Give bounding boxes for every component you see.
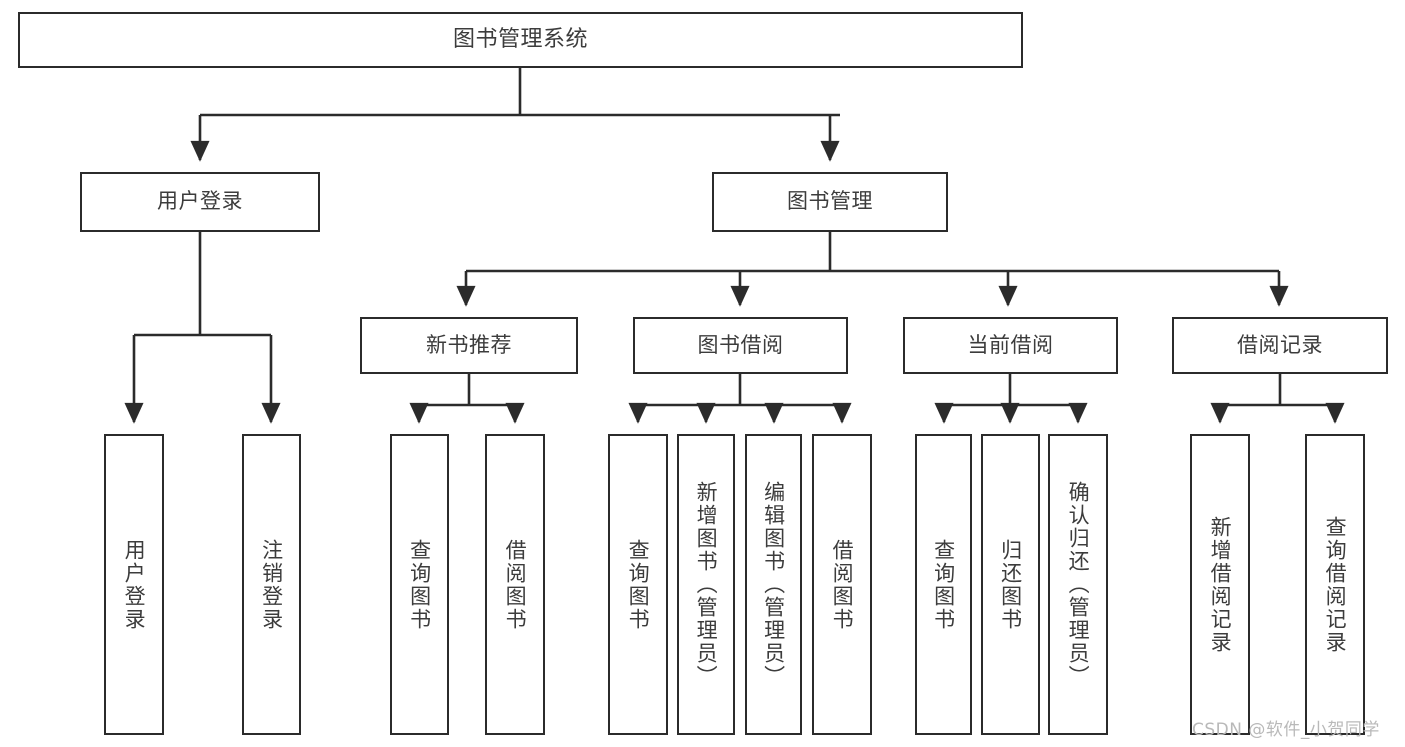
node-leaf-add-book-label: 新增图书（管理员） — [694, 481, 719, 688]
node-new-book-rec-label: 新书推荐 — [426, 332, 512, 357]
node-leaf-user-login[interactable]: 用户登录 — [104, 434, 164, 735]
node-leaf-edit-book[interactable]: 编辑图书（管理员） — [745, 434, 802, 735]
node-current-borrow-label: 当前借阅 — [967, 332, 1054, 357]
node-borrow-record[interactable]: 借阅记录 — [1172, 317, 1388, 374]
node-leaf-logout-label: 注销登录 — [259, 538, 284, 631]
node-leaf-edit-book-label: 编辑图书（管理员） — [761, 481, 786, 688]
node-leaf-query-book-borrow-label: 查询图书 — [626, 538, 651, 631]
node-leaf-add-record[interactable]: 新增借阅记录 — [1190, 434, 1250, 735]
node-leaf-return-book[interactable]: 归还图书 — [981, 434, 1040, 735]
node-user-login-label: 用户登录 — [157, 189, 243, 214]
node-leaf-return-book-label: 归还图书 — [998, 538, 1023, 631]
node-leaf-query-record[interactable]: 查询借阅记录 — [1305, 434, 1365, 735]
node-user-login[interactable]: 用户登录 — [80, 172, 320, 232]
node-leaf-query-book-cur[interactable]: 查询图书 — [915, 434, 972, 735]
node-root[interactable]: 图书管理系统 — [18, 12, 1023, 68]
node-book-manage[interactable]: 图书管理 — [712, 172, 948, 232]
node-leaf-logout[interactable]: 注销登录 — [242, 434, 301, 735]
node-leaf-query-book-borrow[interactable]: 查询图书 — [608, 434, 668, 735]
node-leaf-confirm-return[interactable]: 确认归还（管理员） — [1048, 434, 1108, 735]
node-book-manage-label: 图书管理 — [787, 189, 873, 214]
node-root-label: 图书管理系统 — [452, 26, 588, 52]
node-book-borrow[interactable]: 图书借阅 — [633, 317, 848, 374]
node-leaf-query-book-rec[interactable]: 查询图书 — [390, 434, 449, 735]
node-leaf-add-book[interactable]: 新增图书（管理员） — [677, 434, 735, 735]
node-book-borrow-label: 图书借阅 — [697, 332, 784, 357]
node-leaf-borrow-book-rec-label: 借阅图书 — [503, 538, 528, 631]
node-borrow-record-label: 借阅记录 — [1237, 332, 1323, 357]
node-leaf-user-login-label: 用户登录 — [122, 538, 147, 631]
node-leaf-borrow-book-label: 借阅图书 — [830, 538, 855, 631]
node-leaf-confirm-return-label: 确认归还（管理员） — [1066, 481, 1091, 688]
csdn-watermark: CSDN @软件_小贺同学 — [1192, 720, 1380, 740]
node-leaf-borrow-book[interactable]: 借阅图书 — [812, 434, 872, 735]
node-leaf-query-book-rec-label: 查询图书 — [407, 538, 432, 631]
node-current-borrow[interactable]: 当前借阅 — [903, 317, 1118, 374]
node-leaf-query-book-cur-label: 查询图书 — [931, 538, 956, 631]
node-leaf-borrow-book-rec[interactable]: 借阅图书 — [485, 434, 545, 735]
node-new-book-rec[interactable]: 新书推荐 — [360, 317, 578, 374]
node-leaf-query-record-label: 查询借阅记录 — [1323, 515, 1348, 654]
node-leaf-add-record-label: 新增借阅记录 — [1208, 515, 1233, 654]
